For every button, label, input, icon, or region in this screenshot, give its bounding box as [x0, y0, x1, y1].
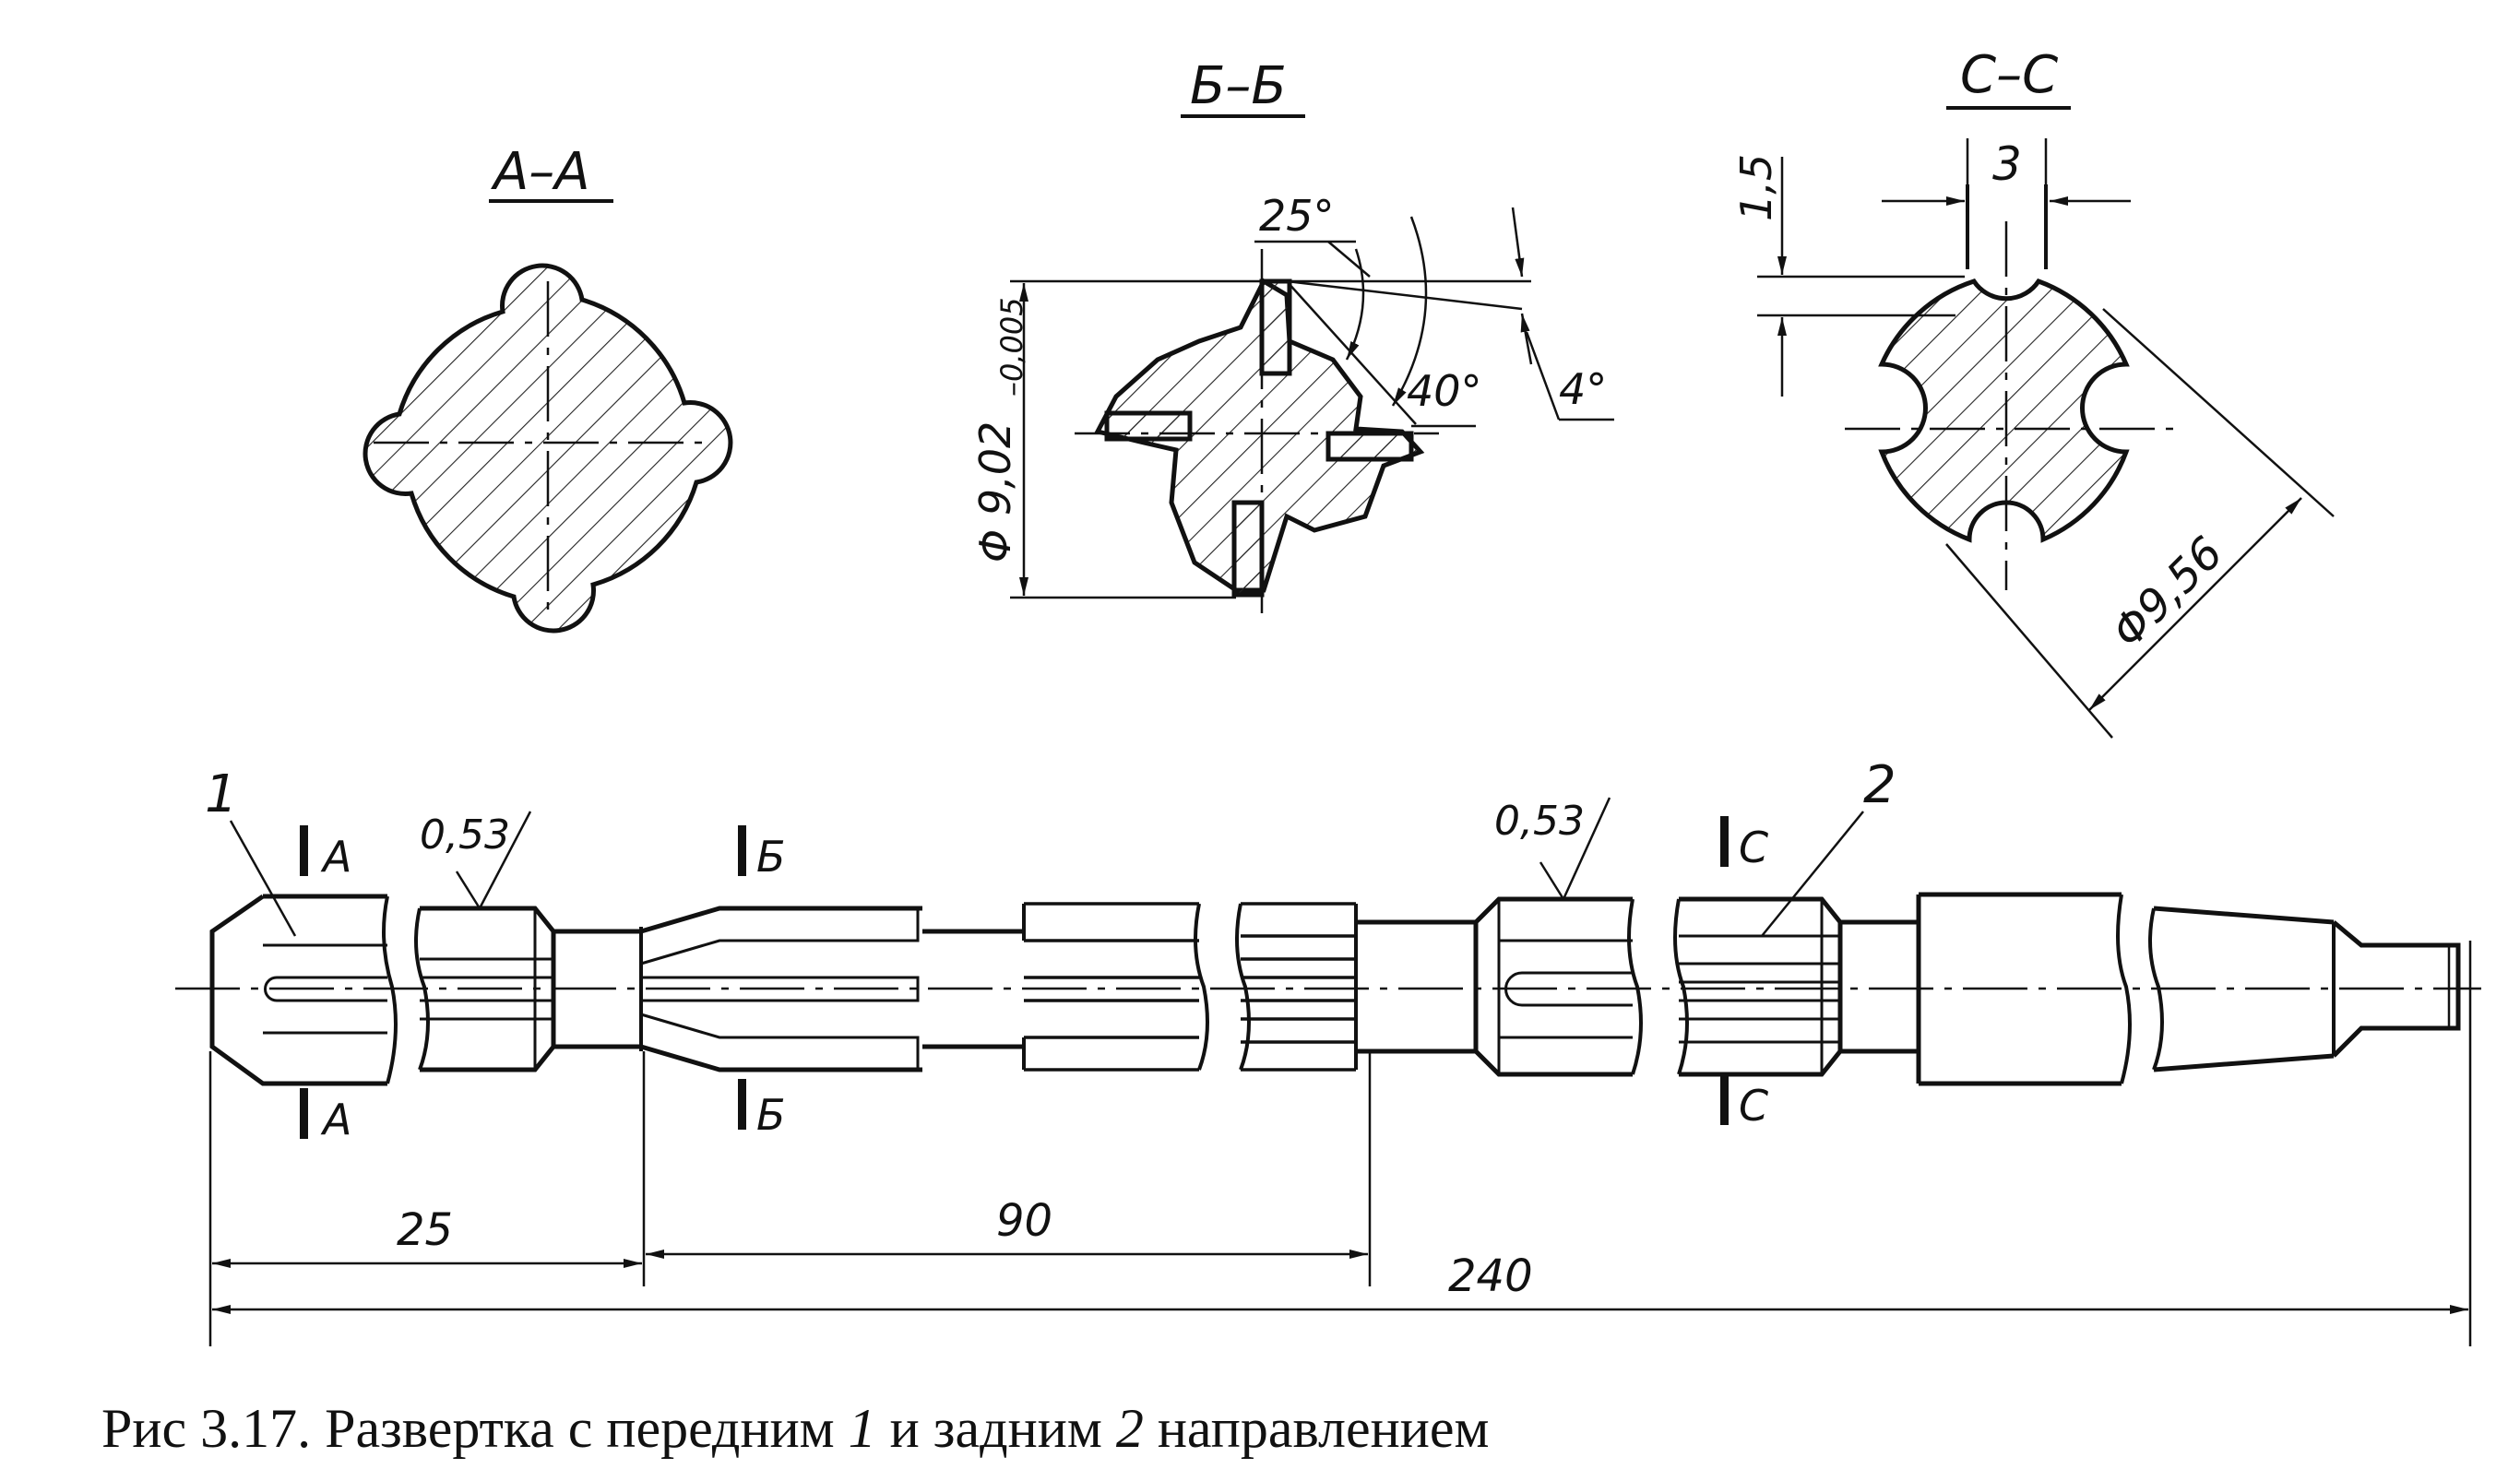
- cutting-taper: [640, 906, 922, 1072]
- front-guide-flute: [264, 976, 387, 1002]
- section-mark-c-top: [1720, 816, 1729, 867]
- section-b-b-tooth-bottom: [1231, 500, 1265, 598]
- section-b-b-leader-4: [1525, 331, 1561, 421]
- section-c-c-width-3: 3: [1992, 137, 2022, 191]
- callout-front-leader: [229, 820, 297, 937]
- front-guide-break: [382, 895, 398, 1084]
- land-rear-label: 0,53: [1494, 798, 1585, 845]
- caption-num2: 2: [1115, 1398, 1144, 1459]
- caption-suffix: направлением: [1143, 1398, 1490, 1459]
- rear-guide-block-2: [1673, 896, 1843, 1077]
- section-b-b-angle-25: 25°: [1259, 191, 1335, 241]
- section-mark-c-bottom: [1720, 1074, 1729, 1125]
- section-b-b-profile: [1094, 278, 1425, 593]
- calibrating-block-1: [1022, 902, 1209, 1072]
- section-c-c-title: С–С: [1960, 45, 2058, 105]
- front-guide-block: [420, 906, 556, 1072]
- dim-25-label: 25: [397, 1204, 453, 1256]
- shank: [1916, 892, 2461, 1086]
- section-a-a-profile: [363, 263, 733, 634]
- section-c-c-profile: [1878, 278, 2130, 543]
- section-c-c-depth-15: 1,5: [1731, 154, 1781, 221]
- section-b-b-angle-ray1: [1286, 279, 1523, 311]
- dim-240-label: 240: [1448, 1250, 1533, 1302]
- section-b-b-tick-4b: [1520, 313, 1533, 365]
- section-mark-a-bottom-label: А: [320, 1095, 351, 1144]
- section-mark-a-top: [300, 825, 308, 876]
- section-c-c-diam-value: Φ9,56: [2102, 527, 2233, 658]
- cutting-flute2: [641, 976, 920, 1002]
- section-b-b-tooth-top: [1259, 278, 1292, 376]
- land-front-leader2: [455, 871, 481, 909]
- callout-rear-label: 2: [1863, 755, 1896, 815]
- section-b-b-diam-value: Φ 9,02: [970, 421, 1020, 563]
- section-mark-c-top-label: С: [1739, 823, 1768, 872]
- section-b-b-title: Б–Б: [1190, 56, 1287, 116]
- section-mark-b-bottom-label: Б: [756, 1090, 786, 1140]
- front-guide-block-break: [414, 907, 430, 1071]
- section-c-c-diam-ext2: [1945, 543, 2113, 739]
- section-mark-c-bottom-label: С: [1739, 1081, 1768, 1131]
- land-front-leader: [478, 811, 532, 909]
- cutting-flute3: [640, 1013, 920, 1070]
- cutting-flute1: [640, 908, 920, 966]
- section-c-c: С–С 3 1,5 Φ9,56: [1731, 45, 2335, 739]
- section-c-c-diam-line: [2088, 497, 2302, 711]
- section-b-b-diam-tol: –0,005: [994, 297, 1029, 397]
- section-c-c-diam-ext1: [2102, 308, 2335, 517]
- section-mark-b-top-label: Б: [756, 832, 786, 882]
- callout-front-label: 1: [205, 764, 238, 824]
- reamer-main-view: А А Б Б С С 1 2 0,53 0,53 25 90 240: [175, 755, 2481, 1346]
- caption-prefix: Рис 3.17. Развертка с передним: [101, 1398, 849, 1459]
- callout-rear-leader: [1761, 811, 1864, 937]
- calibrating-block-2: [1235, 902, 1358, 1072]
- section-b-b-arc-25: [1345, 248, 1365, 361]
- section-mark-b-top: [738, 825, 746, 876]
- caption-mid: и задним: [875, 1398, 1116, 1459]
- rear-guide-block-1: [1473, 896, 1643, 1077]
- front-guide-nose: [209, 894, 387, 1086]
- section-b-b-angle-40: 40°: [1407, 366, 1482, 416]
- section-b-b-angle-4: 4°: [1559, 364, 1607, 414]
- section-mark-a-top-label: А: [320, 832, 351, 882]
- section-b-b-tooth-left: [1104, 410, 1193, 442]
- section-a-a: А–А: [363, 142, 733, 634]
- section-b-b: Б–Б Φ 9,02 –0,005 25° 40° 4°: [970, 56, 1614, 613]
- section-b-b-tooth-right: [1325, 431, 1414, 462]
- section-b-b-tick-4a: [1511, 207, 1525, 278]
- section-a-a-title: А–А: [491, 142, 590, 202]
- section-mark-b-bottom: [738, 1079, 746, 1130]
- land-front-label: 0,53: [420, 812, 510, 859]
- section-b-b-leader-25b: [1327, 241, 1371, 278]
- figure-caption: Рис 3.17. Развертка с передним 1 и задни…: [101, 1397, 1489, 1461]
- section-mark-a-bottom: [300, 1088, 308, 1139]
- land-rear-leader2: [1539, 861, 1565, 900]
- section-b-b-arc-40: [1391, 216, 1428, 407]
- dim-90-label: 90: [996, 1195, 1052, 1247]
- caption-num1: 1: [848, 1398, 876, 1459]
- land-rear-leader: [1562, 797, 1611, 900]
